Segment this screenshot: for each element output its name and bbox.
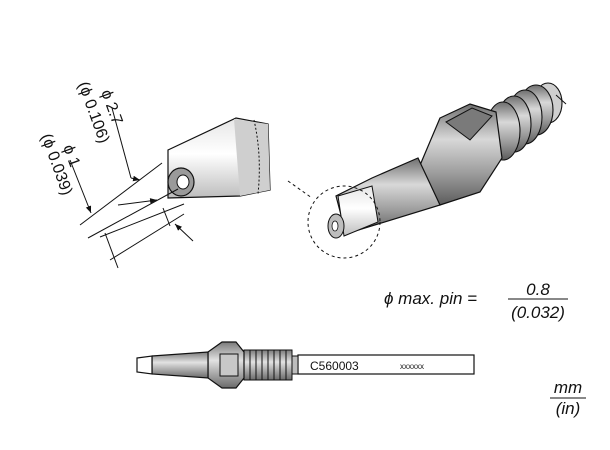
part-number: C560003 — [310, 359, 359, 373]
zoomed-tip — [167, 117, 271, 199]
part-marking: xxxxxx — [400, 362, 424, 371]
max-pin-in: (0.032) — [511, 303, 565, 322]
tip-3d-view — [287, 82, 567, 259]
dimension-lines — [69, 107, 194, 269]
inner-diameter-mm: ϕ 1 — [59, 143, 83, 170]
max-pin-label: ϕ max. pin = — [384, 289, 477, 308]
units-label: mm (in) — [550, 378, 586, 418]
unit-in: (in) — [556, 399, 581, 418]
tip-side-view: C560003 xxxxxx — [136, 341, 475, 389]
unit-mm: mm — [554, 378, 582, 397]
max-pin-mm: 0.8 — [526, 280, 550, 299]
dimension-labels: ϕ 2.7 (ϕ 0.106) ϕ 1 (ϕ 0.039) — [37, 80, 125, 198]
max-pin-note: ϕ max. pin = 0.8 (0.032) — [384, 280, 568, 322]
